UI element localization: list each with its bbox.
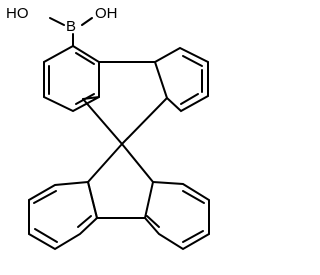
hydroxyl-left-label: HO (6, 5, 29, 22)
boron-atom-label: B (66, 18, 76, 35)
lower-right-benzene-ring (144, 181, 210, 251)
boronic-acid-group: B HO OH (6, 5, 118, 47)
upper-right-benzene-ring (154, 46, 209, 113)
upper-left-benzene-ring (43, 45, 100, 113)
molecule-svg: B HO OH (6, 5, 210, 251)
hydroxyl-right-label: OH (95, 5, 118, 22)
chemical-structure-diagram: B HO OH (6, 5, 210, 251)
lower-left-benzene-ring (28, 181, 98, 251)
upper-five-membered-ring (82, 61, 169, 146)
lower-five-membered-ring (86, 143, 155, 219)
